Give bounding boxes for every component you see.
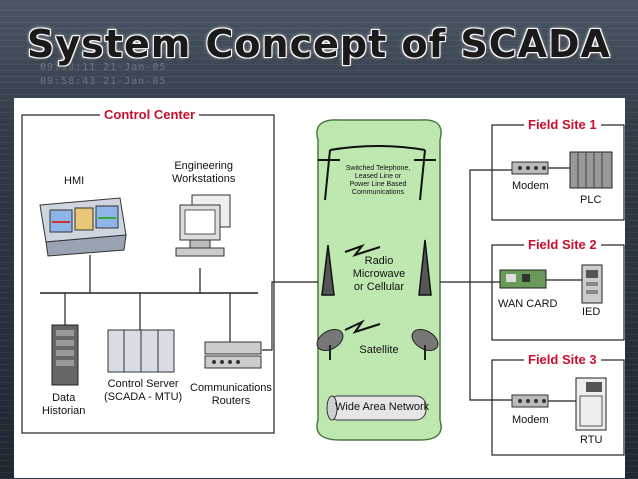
- engineering-workstations-label: Engineering Workstations: [172, 160, 236, 185]
- background-ticker-1: 09:58:11 21-Jan-05: [40, 62, 167, 73]
- control-center-label: Control Center: [100, 107, 199, 122]
- slide-title: System Concept of SCADA: [27, 22, 611, 66]
- field-site-2-label: Field Site 2: [524, 237, 601, 252]
- data-historian-label: Data Historian: [42, 392, 86, 417]
- plc-unit: [569, 151, 613, 189]
- data-historian-server: [51, 324, 79, 386]
- field-1-modem: [511, 161, 549, 175]
- background-ticker-2: 09:58:43 21-Jan-05: [40, 76, 167, 87]
- hmi-label: HMI: [64, 175, 85, 187]
- radio-towers: [321, 239, 432, 296]
- engineering-workstations: [175, 194, 231, 257]
- communications-routers: [204, 341, 262, 369]
- power-line-towers: [318, 145, 436, 201]
- wan-label: Wide Area Network: [335, 401, 430, 413]
- field-site-3-label: Field Site 3: [524, 352, 601, 367]
- field-2-device-a-label: WAN CARD: [498, 298, 558, 310]
- field-1-device-a-label: Modem: [512, 180, 549, 192]
- field-1-device-b-label: PLC: [580, 194, 602, 206]
- ied-device: [581, 264, 603, 304]
- field-3-modem: [511, 394, 549, 408]
- wan-cylinder: [326, 395, 427, 421]
- wan-card: [499, 269, 547, 289]
- control-server-label: Control Server (SCADA - MTU): [104, 378, 183, 403]
- field-2-device-b-label: IED: [582, 306, 601, 318]
- rtu-unit: [575, 377, 607, 431]
- telephone-label: Switched Telephone, Leased Line or Power…: [345, 165, 411, 196]
- hmi-console: [39, 197, 127, 257]
- satellite-dishes: [316, 319, 439, 360]
- field-site-1-label: Field Site 1: [524, 117, 601, 132]
- field-3-device-a-label: Modem: [512, 414, 549, 426]
- field-3-device-b-label: RTU: [580, 434, 603, 446]
- radio-label: Radio Microwave or Cellular: [352, 255, 406, 293]
- network-cloud: [316, 119, 442, 441]
- field-site-2-box: [491, 244, 625, 341]
- control-server-rack: [107, 329, 175, 373]
- satellite-label: Satellite: [359, 344, 399, 356]
- communications-routers-label: Communications Routers: [190, 382, 272, 407]
